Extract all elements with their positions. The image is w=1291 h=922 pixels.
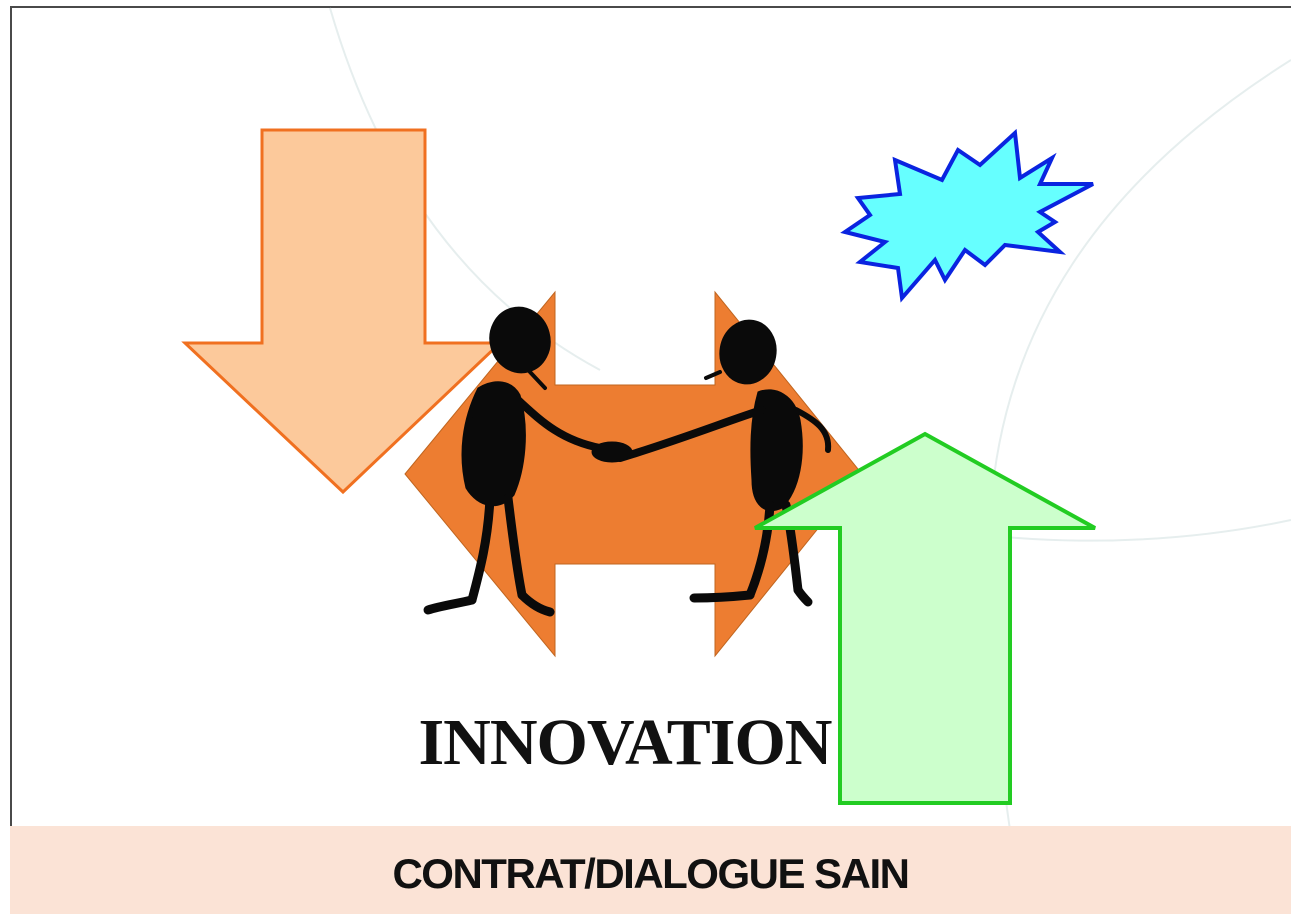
explosion-burst-icon [840,128,1094,303]
up-arrow [754,431,1096,805]
two-people-handshake-icon [423,306,832,617]
slide-frame-left [10,6,12,826]
down-arrow [181,128,504,495]
innovation-label: INNOVATION [418,706,833,779]
footer-banner: CONTRAT/DIALOGUE SAIN [10,826,1291,914]
footer-label: CONTRAT/DIALOGUE SAIN [392,850,910,897]
slide-frame-top [10,6,1291,8]
